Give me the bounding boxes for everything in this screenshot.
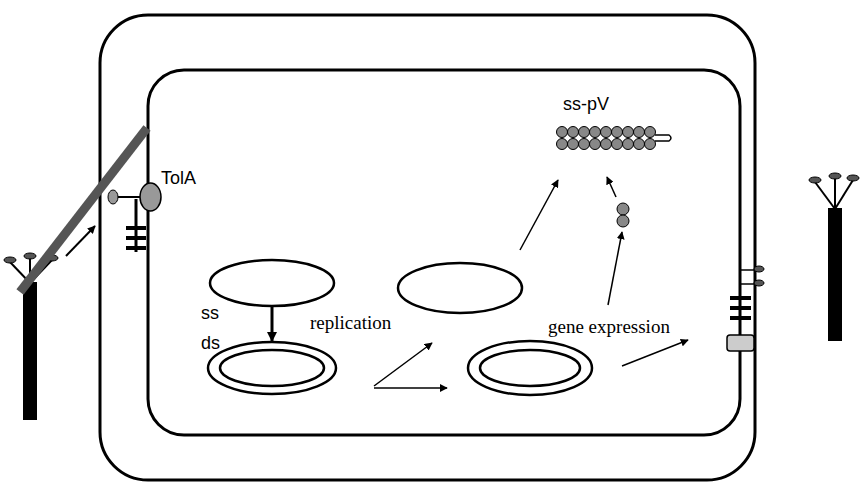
binding-arrow xyxy=(520,180,558,250)
flow-arrow xyxy=(271,307,274,341)
node-label: ss xyxy=(201,303,219,324)
export-complex xyxy=(727,266,764,351)
node-outline xyxy=(139,182,162,212)
ds-dna-node: ds xyxy=(207,341,337,395)
expression-arrow xyxy=(608,232,622,305)
expression-arrow xyxy=(622,340,688,366)
ss-pv-complex: ss-pV xyxy=(555,124,671,154)
node-label: ds xyxy=(201,333,220,354)
node-outline xyxy=(555,124,671,154)
node-outline xyxy=(207,341,337,395)
entry-arrow xyxy=(66,226,95,256)
inner-membrane xyxy=(148,70,740,435)
node-outline xyxy=(209,259,335,307)
process-label: gene expression xyxy=(548,316,670,338)
process-label: replication xyxy=(310,312,391,334)
node-label: TolA xyxy=(161,168,196,189)
pv-dimer xyxy=(617,203,629,215)
ss-dna-node: ss xyxy=(209,259,335,307)
ds-dna-outer xyxy=(468,341,592,395)
node-label: ss-pV xyxy=(563,94,609,115)
ds-dna-inner xyxy=(480,350,580,386)
outer-membrane xyxy=(100,15,755,480)
f-pilus xyxy=(20,128,147,292)
pv-dimer xyxy=(617,215,629,227)
ss-dna xyxy=(398,263,522,313)
phage-right xyxy=(809,173,859,341)
binding-arrow xyxy=(607,177,616,197)
replication-arrow xyxy=(374,387,447,389)
tola-protein: TolA xyxy=(139,182,162,212)
replication-arrow xyxy=(374,343,432,386)
